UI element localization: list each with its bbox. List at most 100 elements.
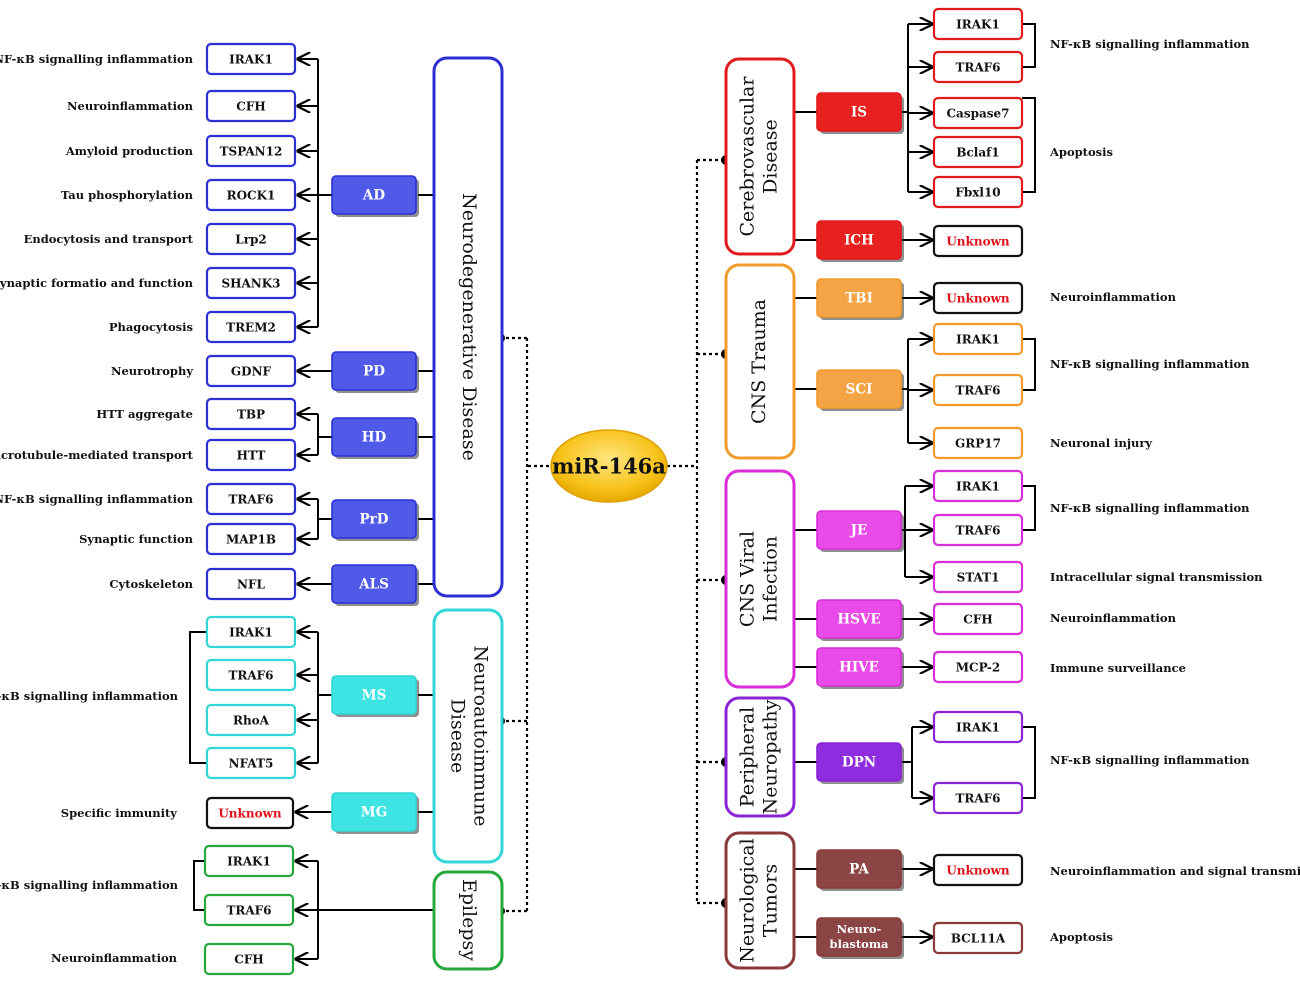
epilepsy-effect-bracket xyxy=(193,860,207,911)
left-effect-10: NF-κB signalling inflammation xyxy=(0,492,194,506)
left-effect-5: Synaptic formatio and function xyxy=(0,276,194,290)
left-target-7: GDNF xyxy=(231,365,272,379)
cat-cns-trauma-label: CNS Trauma xyxy=(748,299,770,424)
cat-neuroautoimmune-box xyxy=(432,608,504,864)
left-target-19-box xyxy=(203,893,295,927)
right-effect-0: NF-κB signalling inflammation xyxy=(1050,37,1250,51)
disease-hive-box xyxy=(816,647,902,687)
cat-epilepsy-box xyxy=(432,870,504,971)
right-target-16: TRAF6 xyxy=(955,792,1000,806)
right-target-13-box xyxy=(932,602,1024,636)
right-effect-2: Neuroinflammation xyxy=(1050,290,1177,304)
cat-cerebrovascular-box xyxy=(724,57,796,256)
left-target-20: CFH xyxy=(234,953,263,967)
cat-cns-viral-label: CNS ViralInfection xyxy=(737,531,782,627)
cat-neurodegenerative-box xyxy=(432,56,504,598)
disease-ich-box xyxy=(816,220,902,260)
disease-mg-box xyxy=(331,792,417,832)
left-target-16: NFAT5 xyxy=(229,757,274,771)
right-effect-7: Neuroinflammation xyxy=(1050,611,1177,625)
disease-ms-box xyxy=(331,675,417,715)
left-target-9: HTT xyxy=(237,449,266,463)
disease-dpn: DPN xyxy=(842,755,876,771)
right-target-4: Fbxl10 xyxy=(955,186,1000,200)
ms-effect-bracket xyxy=(189,631,207,764)
disease-pd-box xyxy=(331,351,417,391)
right-target-14: MCP-2 xyxy=(956,661,1001,675)
right-target-17: Unknown xyxy=(946,864,1010,878)
disease-pa: PA xyxy=(849,862,869,878)
disease-neuroblastoma-line2: blastoma xyxy=(830,937,889,951)
right-target-1: TRAF6 xyxy=(955,61,1000,75)
left-effect-9: Microtubule-mediated transport xyxy=(0,448,194,462)
left-target-1: CFH xyxy=(236,100,265,114)
disease-is-box xyxy=(816,92,902,132)
right-target-3-box xyxy=(932,135,1024,169)
right-target-9: GRP17 xyxy=(955,437,1001,451)
right-target-6: Unknown xyxy=(946,292,1010,306)
left-target-18-box xyxy=(203,844,295,878)
left-target-17: Unknown xyxy=(218,807,282,821)
left-target-15-box xyxy=(205,703,297,737)
right-target-10: IRAK1 xyxy=(956,480,1000,494)
disease-als-box xyxy=(331,564,417,604)
right-effect-4: Neuronal injury xyxy=(1050,436,1152,450)
disease-ms: MS xyxy=(362,688,387,704)
right-target-12: STAT1 xyxy=(957,571,1000,585)
left-target-16-box xyxy=(205,746,297,780)
right-target-13: CFH xyxy=(963,613,992,627)
left-effect-4: Endocytosis and transport xyxy=(24,232,194,246)
je-effect-bracket xyxy=(1022,485,1036,531)
right-target-0-box xyxy=(932,7,1024,41)
cat-neuroautoimmune-label: NeuroautoimmuneDisease xyxy=(447,645,492,826)
disease-pd: PD xyxy=(363,364,385,380)
right-target-11: TRAF6 xyxy=(955,524,1000,538)
left-effect-1: Neuroinflammation xyxy=(67,99,194,113)
disease-tbi-box xyxy=(816,278,902,318)
right-effect-6: Intracellular signal transmission xyxy=(1050,570,1263,584)
left-target-20-box xyxy=(203,942,295,976)
left-target-19: TRAF6 xyxy=(226,904,271,918)
right-effect-8: Immune surveillance xyxy=(1050,661,1186,675)
left-target-7-box xyxy=(205,354,297,388)
right-effect-9: NF-κB signalling inflammation xyxy=(1050,753,1250,767)
left-effect-17: Specific immunity xyxy=(61,806,178,820)
right-target-15: IRAK1 xyxy=(956,721,1000,735)
center-node xyxy=(550,429,668,503)
right-target-18-box xyxy=(932,921,1024,955)
cat-neurodegenerative-label: Neurodegenerative Disease xyxy=(458,193,480,461)
left-target-2-box xyxy=(205,134,297,168)
right-effect-10: Neuroinflammation and signal transmissio… xyxy=(1050,864,1300,878)
right-target-5: Unknown xyxy=(946,235,1010,249)
left-target-1-box xyxy=(205,89,297,123)
cat-tumors-label: NeurologicalTumors xyxy=(737,838,782,962)
cat-peripheral-label: PeripheralNeuropathy xyxy=(737,699,782,814)
disease-prd: PrD xyxy=(360,512,389,528)
disease-hsve: HSVE xyxy=(837,612,880,628)
left-target-8-box xyxy=(205,397,297,431)
left-effect-2: Amyloid production xyxy=(65,144,194,158)
dpn-effect-bracket xyxy=(1022,726,1036,799)
left-target-12: NFL xyxy=(237,578,265,592)
sci-effect-bracket xyxy=(1022,338,1036,391)
left-effect-ms: NF-κB signalling inflammation xyxy=(0,689,179,703)
left-target-3: ROCK1 xyxy=(227,189,276,203)
right-effect-3: NF-κB signalling inflammation xyxy=(1050,357,1250,371)
disease-hive: HIVE xyxy=(839,660,879,676)
right-target-17-box xyxy=(932,853,1024,887)
right-effect-5: NF-κB signalling inflammation xyxy=(1050,501,1250,515)
cat-peripheral-box xyxy=(724,696,796,818)
left-target-14-box xyxy=(205,658,297,692)
disease-je-box xyxy=(816,510,902,550)
disease-neuroblastoma-line1: Neuro- xyxy=(837,922,882,936)
left-target-18: IRAK1 xyxy=(227,855,271,869)
left-target-6-box xyxy=(205,310,297,344)
left-effect-8: HTT aggregate xyxy=(96,407,193,421)
disease-hd: HD xyxy=(362,430,387,446)
right-target-8: TRAF6 xyxy=(955,384,1000,398)
is-effect-bracket-1 xyxy=(1022,23,1036,68)
left-target-5: SHANK3 xyxy=(221,277,280,291)
cat-cns-trauma-box xyxy=(724,263,796,460)
right-target-2-box xyxy=(932,96,1024,130)
